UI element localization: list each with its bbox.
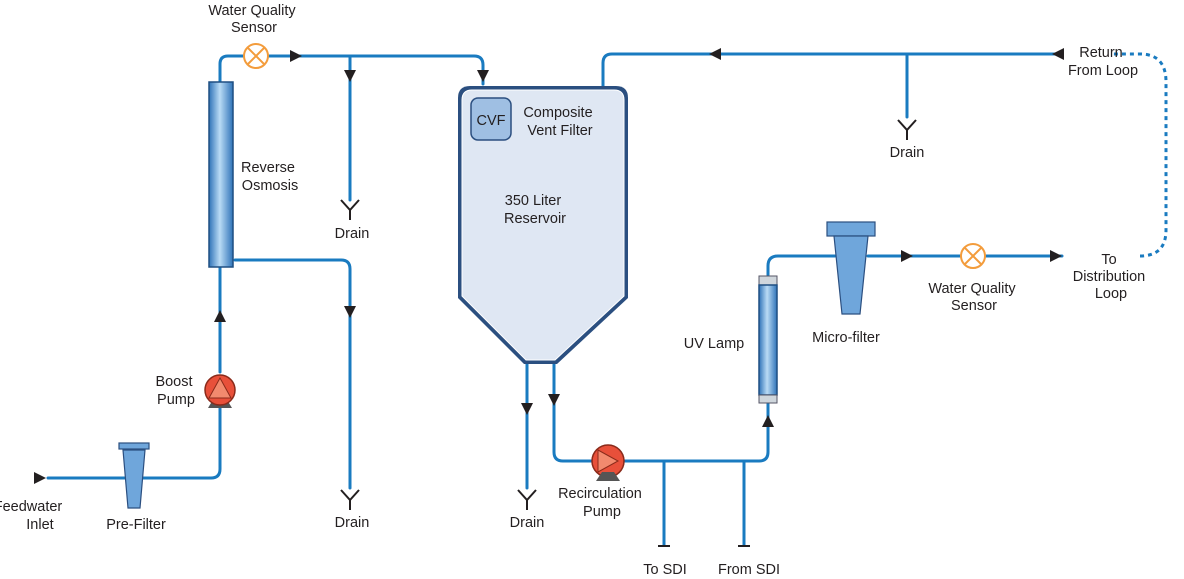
arrow-uv-up [762,415,774,427]
recirculation-pump-icon [591,444,625,481]
uv-lamp-label: UV Lamp [684,336,744,352]
pre-filter-label: Pre-Filter [106,517,166,533]
arrow-reservoir-outlet [548,394,560,406]
arrow-return-left-2 [709,48,721,60]
arrow-reservoir-drain [521,403,533,415]
uv-lamp-unit [758,275,778,404]
drain-label: Drain [335,226,370,242]
arrow-microfilter-right [901,250,913,262]
arrow-feed [34,472,46,484]
ro-reject-pipe [233,258,352,490]
drain-label: Drain [335,515,370,531]
return-from-loop-label: Return From Loop [1068,45,1138,79]
drain-label: Drain [510,515,545,531]
reservoir-label: 350 Liter Reservoir [504,193,566,227]
drain-icon [340,199,360,220]
sensor-to-reservoir-pipe [266,54,485,86]
recirc-to-uv-pipe [622,400,770,463]
wq-sensor-right-label: Water Quality Sensor [928,281,1019,314]
feed-pipe [46,406,222,480]
arrow-distribution-right [1050,250,1062,262]
arrow-into-reservoir [477,70,489,82]
reservoir-tank [458,86,628,364]
arrow-sensor-right-1 [290,50,302,62]
recirculation-pump-label: Recirculation Pump [558,486,646,520]
pre-filter [118,442,150,509]
labels: Water Quality Sensor Reverse Osmosis Boo… [0,3,1150,578]
reverse-osmosis-unit [208,81,234,268]
wq-sensor-top-label: Water Quality Sensor [208,3,299,36]
arrow-return-left-1 [1052,48,1064,60]
water-quality-sensor-icon [960,243,986,269]
drain-icon [340,489,360,510]
drain-icon [897,119,917,140]
drain-label: Drain [890,145,925,161]
uv-to-microfilter-pipe [766,254,837,277]
from-sdi-label: From SDI [718,562,780,578]
boost-pump-icon [204,374,236,408]
to-sdi-label: To SDI [643,562,687,578]
return-pipe [601,52,1064,88]
drain-symbols [340,119,917,547]
feedwater-inlet-label: Feedwater Inlet [0,499,66,533]
arrow-drain-down-2 [344,306,356,318]
arrow-pump-up [214,310,226,322]
micro-filter-unit [826,221,876,315]
boost-pump-label: Boost Pump [155,374,196,408]
cvf-label: CVF [477,113,506,129]
reverse-osmosis-label: Reverse Osmosis [241,160,299,194]
flow-arrows [34,48,1064,484]
to-distribution-loop-label: To Distribution Loop [1073,252,1150,302]
drain-icon [517,489,537,510]
cvf-box [470,97,512,141]
composite-vent-filter-label: Composite Vent Filter [523,105,596,139]
water-quality-sensor-icon [243,43,269,69]
micro-filter-label: Micro-filter [812,330,880,346]
ro-to-sensor-pipe [218,54,245,84]
arrow-drain-down-1 [344,70,356,82]
distribution-loop-dashed [1110,52,1168,258]
reservoir-outlet-pipe [552,360,594,463]
